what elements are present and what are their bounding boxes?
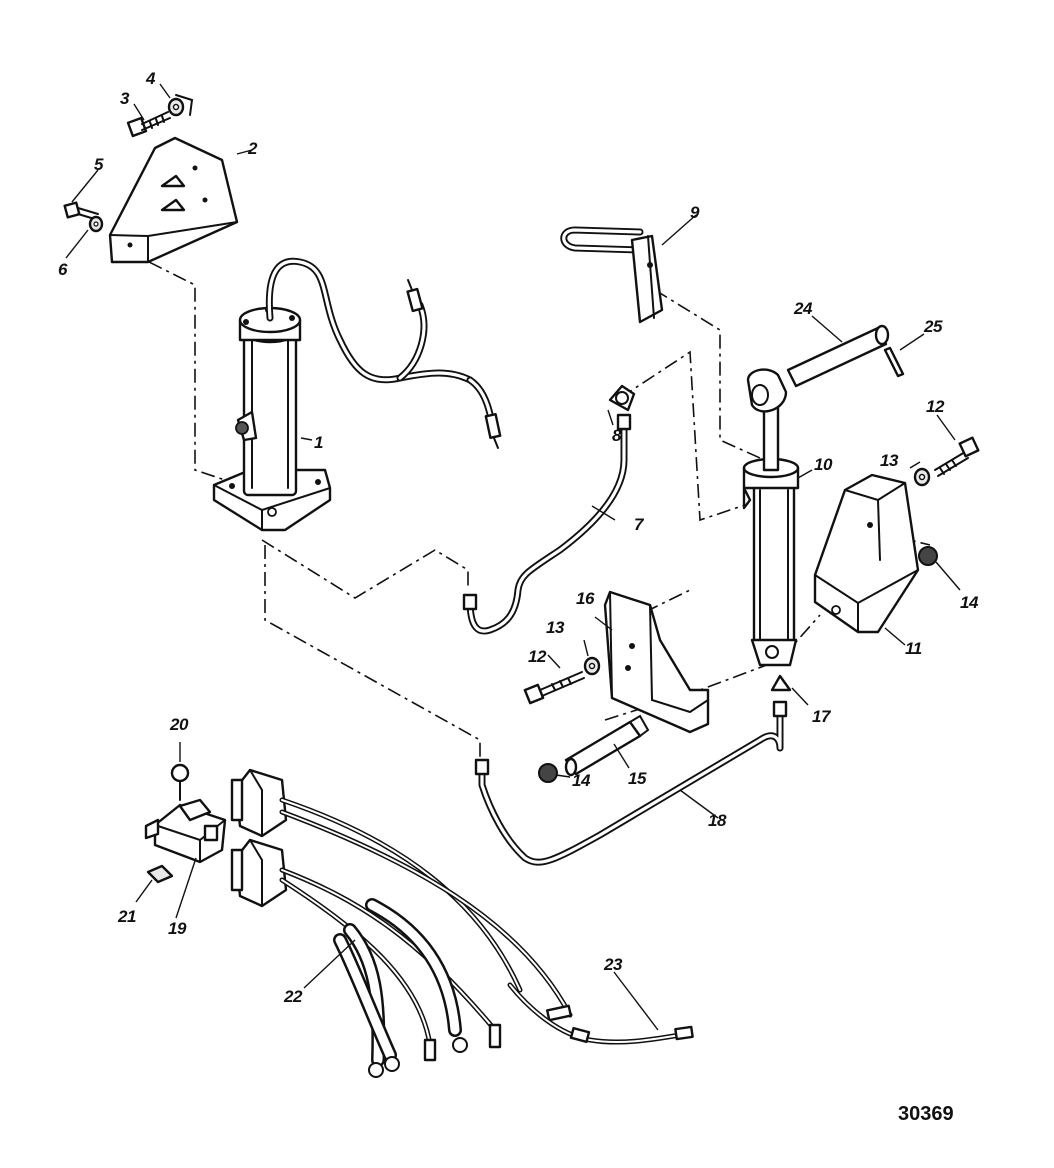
- relay-assembly: [144, 798, 227, 864]
- leader-lines: [65, 83, 961, 1031]
- trim-sender-cable: [507, 982, 694, 1045]
- side-washer: [88, 215, 104, 233]
- hose-clip: [560, 226, 664, 324]
- bolt-extension-line: [175, 94, 194, 116]
- callout-21: 21: [117, 907, 136, 926]
- bracket-bolt: [126, 111, 171, 138]
- bracket-washer: [167, 97, 185, 117]
- cylinder-fitting: [770, 674, 792, 692]
- callout-12-left: 12: [528, 647, 547, 666]
- callout-13-left: 13: [546, 618, 565, 637]
- relay-clip: [146, 864, 174, 884]
- callout-2: 2: [247, 139, 258, 158]
- mounting-bracket-plate: [108, 136, 239, 264]
- callout-1: 1: [314, 433, 323, 452]
- callout-8: 8: [612, 426, 622, 445]
- left-bolt: [523, 671, 585, 705]
- left-washer: [583, 656, 601, 676]
- callout-5: 5: [94, 155, 104, 174]
- callout-20: 20: [169, 715, 189, 734]
- callout-16: 16: [576, 589, 595, 608]
- hydraulic-line-lower: [474, 700, 788, 866]
- cotter-pin: [883, 346, 905, 378]
- right-mount-bracket: [813, 473, 920, 634]
- callout-18: 18: [708, 811, 727, 830]
- figure-id: 30369: [898, 1103, 954, 1125]
- right-bolt: [934, 436, 980, 477]
- callout-4: 4: [145, 69, 156, 88]
- motor-cable: [265, 257, 502, 449]
- wiring-harness: [230, 768, 573, 1078]
- callout-3: 3: [120, 89, 130, 108]
- callout-17: 17: [812, 707, 832, 726]
- right-nut: [918, 546, 938, 566]
- callout-25: 25: [923, 317, 943, 336]
- lower-mount-bracket: [603, 590, 710, 734]
- hydraulic-line-upper: [462, 413, 632, 635]
- callout-9: 9: [690, 203, 700, 222]
- callout-14-right: 14: [960, 593, 979, 612]
- callout-labels: 1 2 3 4 5 6 7 8 9 10 11 12 12 13 13 14 1…: [58, 69, 979, 1006]
- callout-22: 22: [283, 987, 303, 1006]
- pivot-pin: [786, 324, 890, 388]
- relay-screw: [170, 763, 190, 801]
- callout-23: 23: [603, 955, 623, 974]
- pump-motor-assembly: [212, 306, 332, 532]
- callout-14-lower: 14: [572, 771, 591, 790]
- callout-13-right: 13: [880, 451, 899, 470]
- side-bolt: [63, 201, 99, 221]
- lower-nut: [538, 763, 558, 783]
- callout-11: 11: [905, 639, 922, 658]
- callout-12-right: 12: [926, 397, 945, 416]
- callout-24: 24: [793, 299, 813, 318]
- right-washer: [913, 467, 931, 487]
- callout-19: 19: [168, 919, 187, 938]
- lower-pin: [564, 714, 650, 777]
- callout-7: 7: [634, 515, 645, 534]
- elbow-fitting: [608, 384, 636, 412]
- callout-15: 15: [628, 769, 647, 788]
- callout-10: 10: [814, 455, 833, 474]
- callout-6: 6: [58, 260, 68, 279]
- trim-cylinder: [742, 368, 800, 667]
